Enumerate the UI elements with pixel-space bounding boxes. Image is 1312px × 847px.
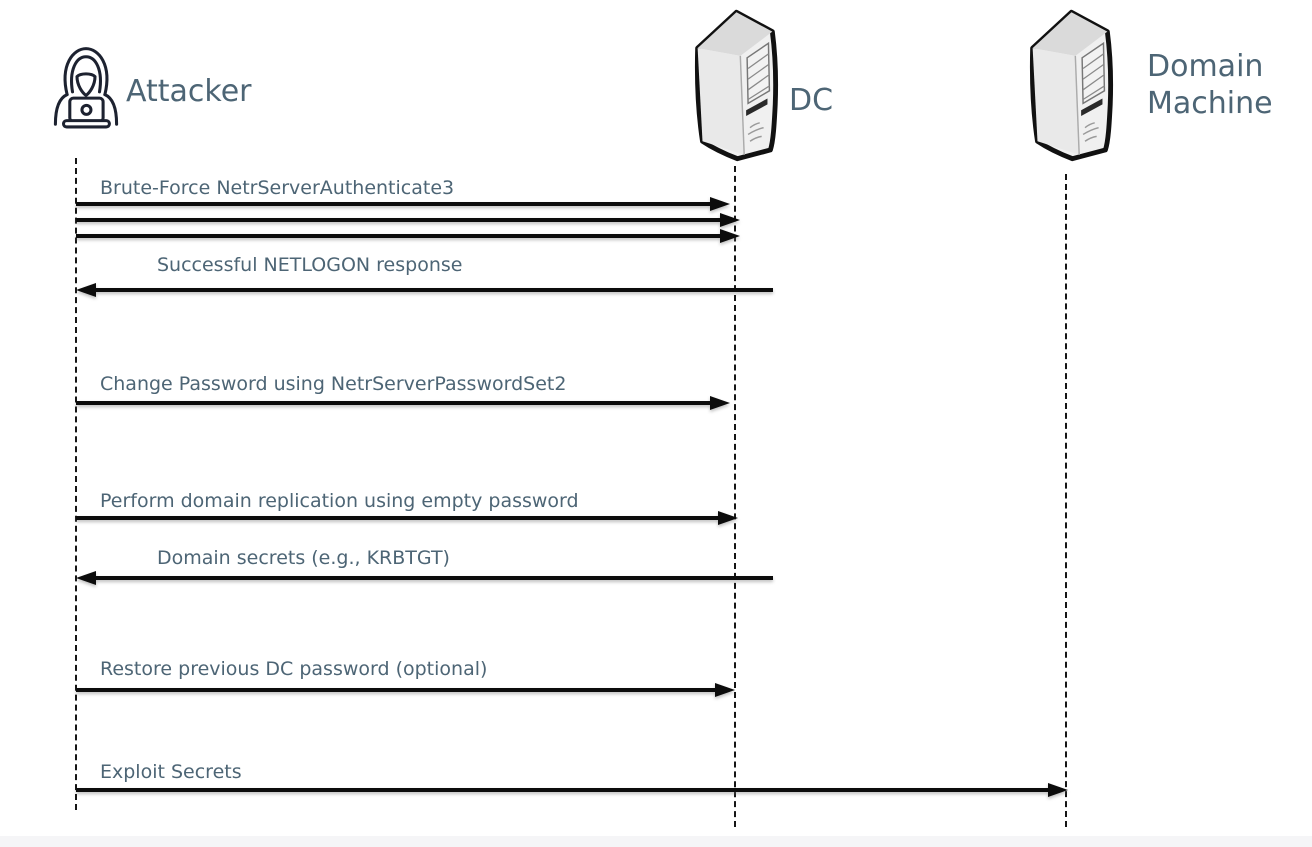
domain-machine-label: Domain Machine <box>1147 49 1273 121</box>
message-domain-secrets-arrow <box>76 571 773 585</box>
footer-band <box>0 836 1312 847</box>
message-domain-replication-arrow <box>76 511 738 525</box>
dc-server-icon <box>686 6 783 162</box>
message-brute-force-arrow-1 <box>76 197 730 211</box>
message-netlogon-response-arrow <box>76 283 773 297</box>
message-change-password-label: Change Password using NetrServerPassword… <box>100 373 567 395</box>
domain-machine-lifeline <box>1065 174 1067 827</box>
message-exploit-secrets-label: Exploit Secrets <box>100 761 242 783</box>
message-domain-secrets-label: Domain secrets (e.g., KRBTGT) <box>157 547 450 569</box>
message-restore-password-arrow <box>76 683 735 697</box>
message-brute-force-label: Brute-Force NetrServerAuthenticate3 <box>100 177 455 199</box>
message-netlogon-response-label: Successful NETLOGON response <box>157 254 463 276</box>
message-domain-replication-label: Perform domain replication using empty p… <box>100 490 579 512</box>
message-brute-force-arrow-2 <box>76 213 740 227</box>
message-restore-password-label: Restore previous DC password (optional) <box>100 658 488 680</box>
message-brute-force-arrow-3 <box>76 229 740 243</box>
attacker-label: Attacker <box>126 74 252 109</box>
dc-label: DC <box>789 83 834 118</box>
dc-lifeline <box>734 166 736 827</box>
attacker-lifeline <box>75 158 77 810</box>
hacker-icon <box>50 40 122 132</box>
domain-machine-server-icon <box>1021 6 1118 162</box>
message-change-password-arrow <box>76 396 730 410</box>
message-exploit-secrets-arrow <box>76 783 1068 797</box>
